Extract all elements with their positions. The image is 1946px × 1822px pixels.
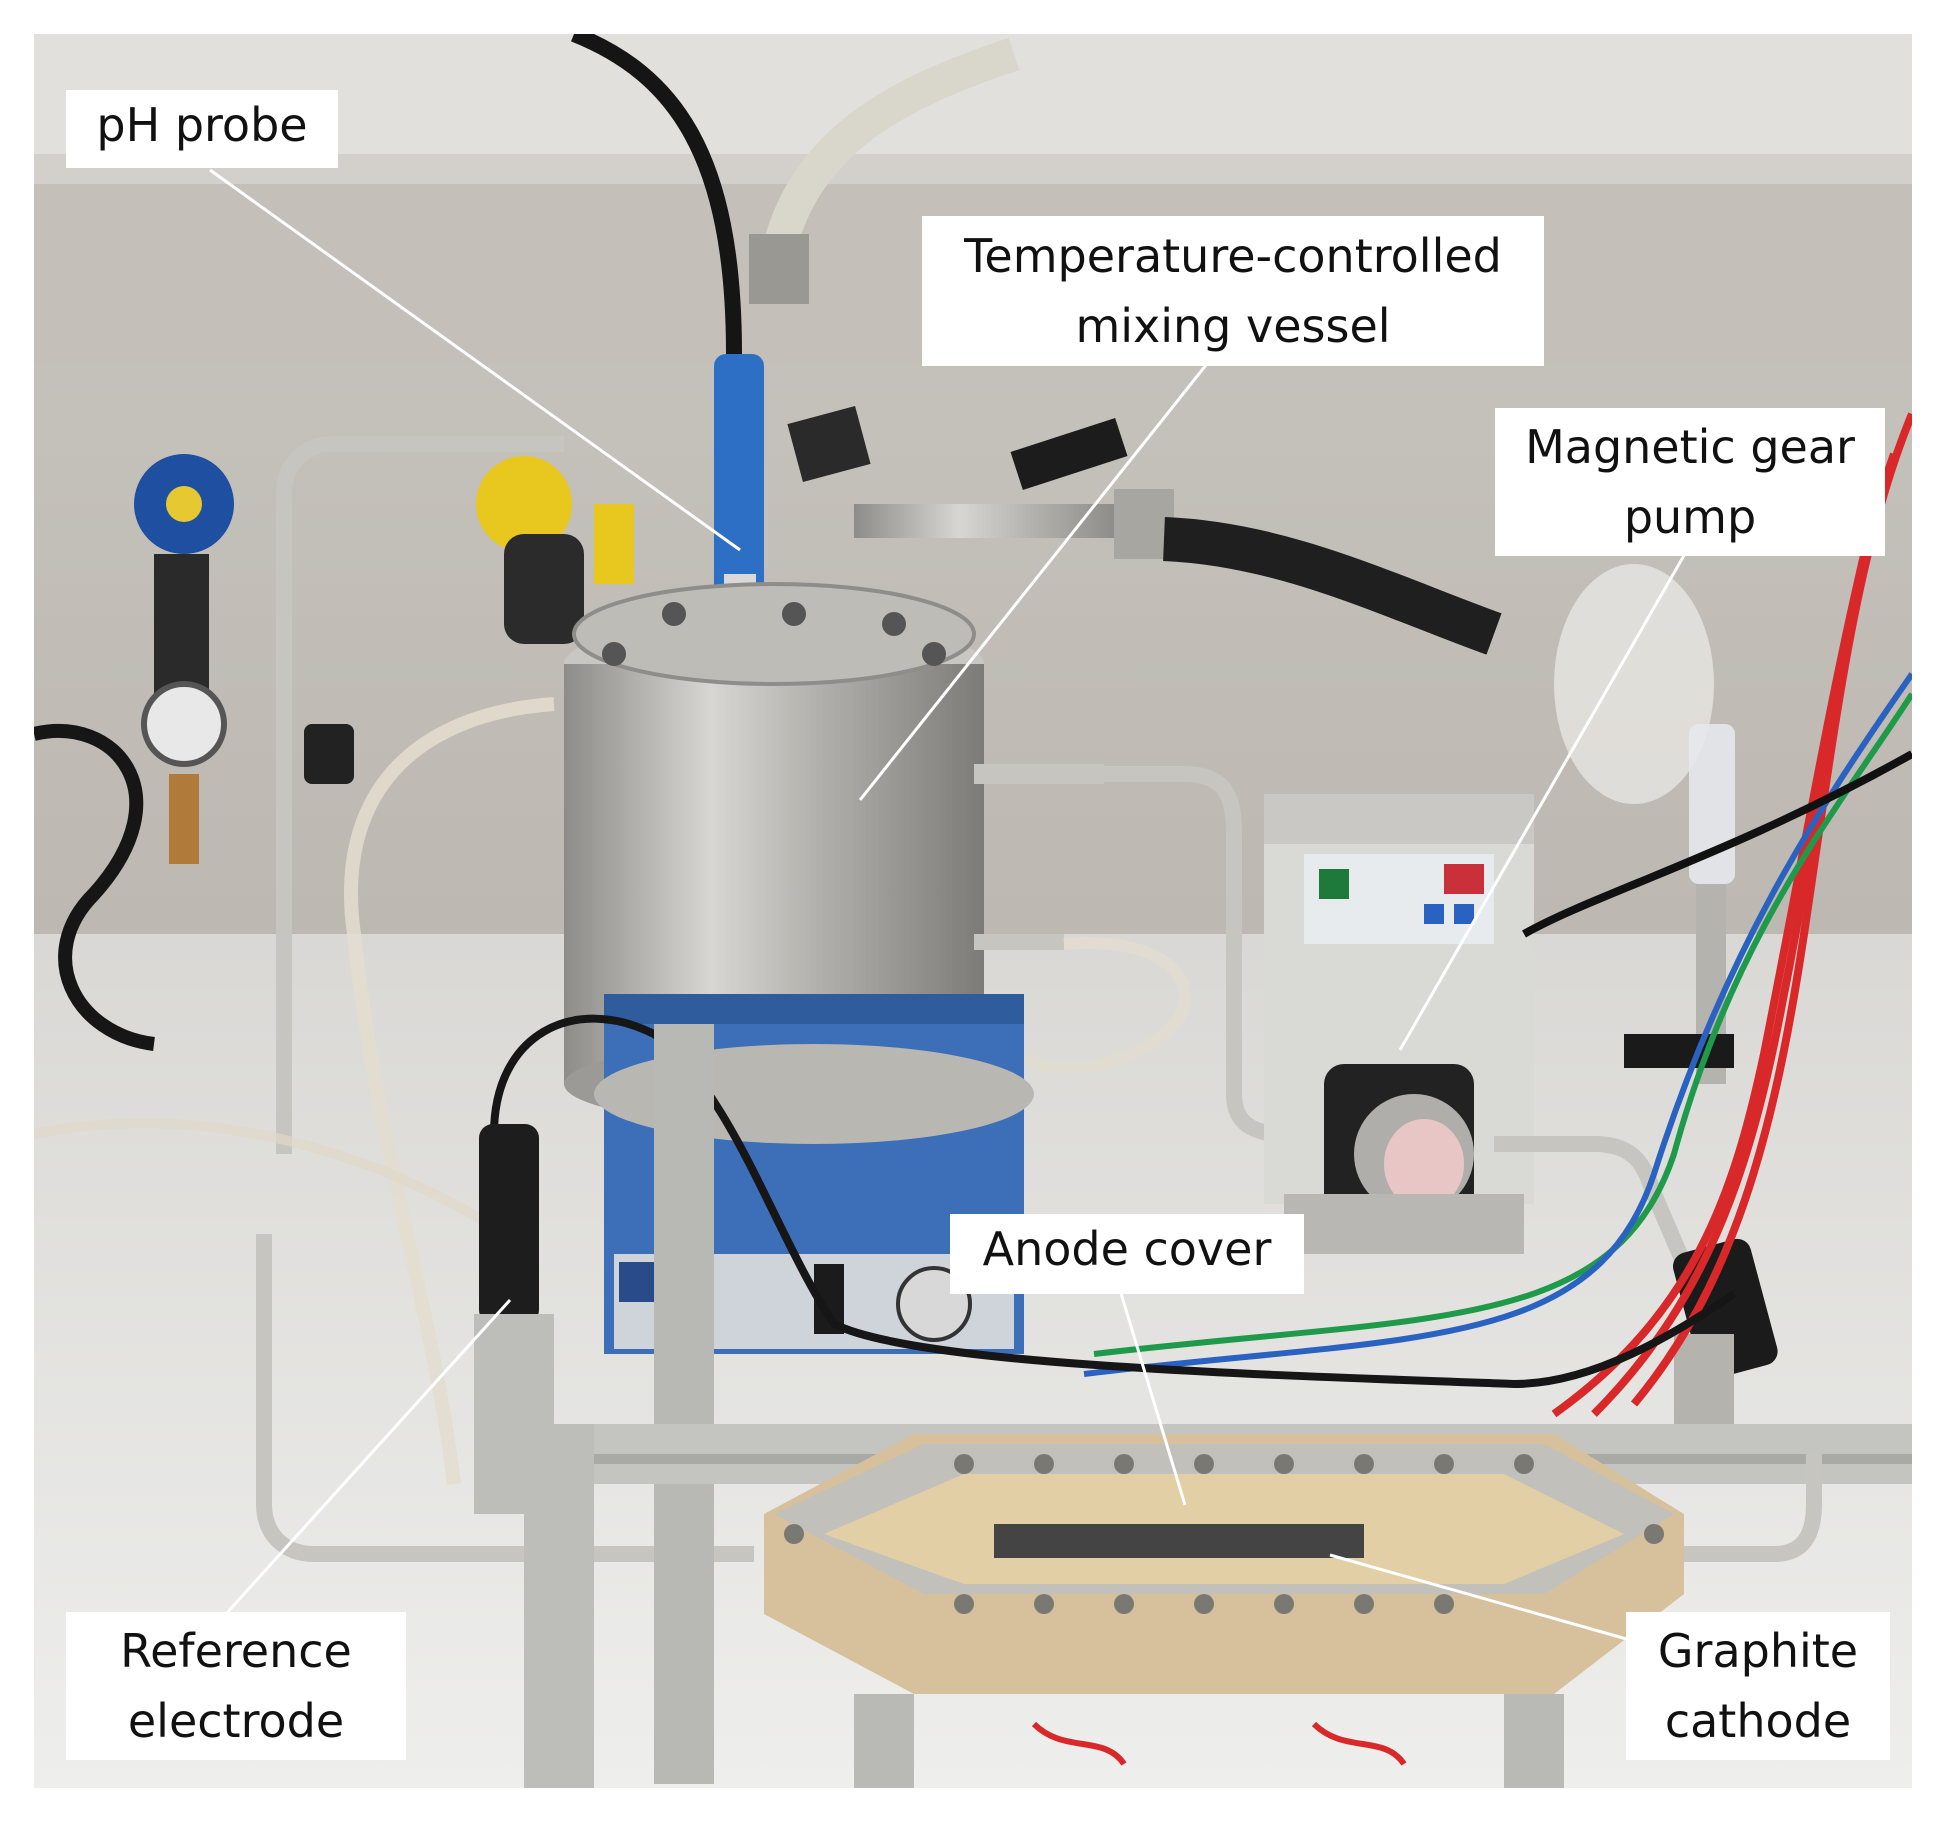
label-graphite-cathode: Graphite cathode bbox=[1626, 1612, 1890, 1760]
label-graphite-cathode-line1: Graphite bbox=[1657, 1624, 1859, 1678]
label-mixing-vessel-line1: Temperature-controlled bbox=[964, 229, 1502, 283]
steel-tube-pump-out bbox=[1494, 1136, 1692, 1268]
label-mixing-vessel-line2: mixing vessel bbox=[1075, 299, 1391, 353]
label-gear-pump-line2: pump bbox=[1623, 490, 1757, 544]
black-hose-left bbox=[34, 723, 156, 1051]
label-gear-pump-line1: Magnetic gear bbox=[1525, 420, 1855, 474]
clear-tube-bench bbox=[34, 1118, 507, 1239]
label-gear-pump: Magnetic gear pump bbox=[1495, 408, 1885, 556]
black-cable-reference bbox=[490, 1014, 1737, 1389]
label-reference-electrode-line1: Reference bbox=[120, 1624, 352, 1678]
label-reference-electrode: Reference electrode bbox=[66, 1612, 406, 1760]
label-anode-cover: Anode cover bbox=[950, 1214, 1304, 1294]
label-ph-probe: pH probe bbox=[66, 90, 338, 168]
label-graphite-cathode-line2: cathode bbox=[1664, 1694, 1852, 1748]
steel-tube-cell-right bbox=[1684, 1454, 1822, 1562]
clear-tube-vessel bbox=[988, 936, 1192, 1074]
gas-regulator-left bbox=[134, 454, 354, 864]
gear-pump bbox=[1264, 794, 1534, 1254]
label-mixing-vessel: Temperature-controlled mixing vessel bbox=[922, 216, 1544, 366]
label-ph-probe-text: pH probe bbox=[96, 98, 308, 152]
label-anode-cover-text: Anode cover bbox=[982, 1222, 1272, 1276]
label-reference-electrode-line2: electrode bbox=[127, 1694, 345, 1748]
braided-hose-top bbox=[757, 37, 1020, 277]
